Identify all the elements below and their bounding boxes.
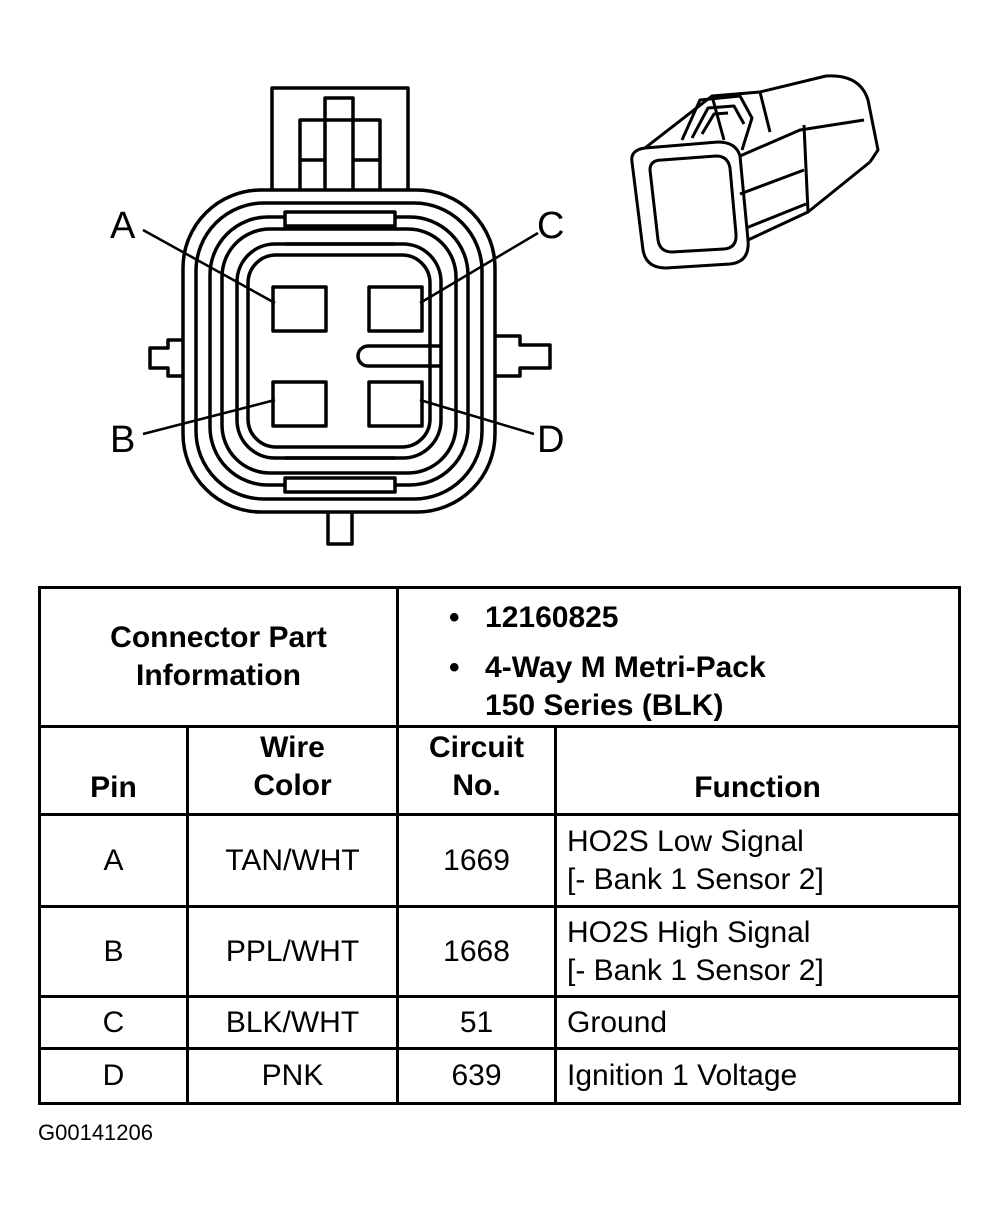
pin-cell: B	[38, 905, 189, 998]
key-slot	[356, 344, 441, 368]
connector-desc-line1: 4-Way M Metri-Pack	[485, 651, 766, 684]
figure-id: G00141206	[38, 1120, 153, 1145]
pin-cell: C	[38, 995, 189, 1050]
pin-label-a: A	[110, 205, 136, 247]
connector-housing	[181, 188, 497, 514]
mounting-tabs	[148, 334, 552, 546]
table-row: D PNK 639 Ignition 1 Voltage	[38, 1047, 962, 1105]
pin-cell: A	[38, 813, 189, 908]
function-cell: HO2S Low Signal [- Bank 1 Sensor 2]	[554, 813, 962, 908]
bullet-icon: •	[449, 651, 460, 684]
header-row: Pin Wire Color Circuit No. Function	[38, 725, 962, 816]
wire-color-cell: BLK/WHT	[185, 995, 400, 1050]
function-cell: HO2S High Signal [- Bank 1 Sensor 2]	[554, 905, 962, 998]
header-circuit: Circuit No.	[396, 725, 558, 816]
header-function: Function	[554, 725, 962, 816]
function-cell: Ground	[554, 995, 962, 1050]
header-pin: Pin	[38, 725, 189, 816]
wire-color-cell: PPL/WHT	[185, 905, 400, 998]
part-number: 12160825	[485, 601, 619, 634]
pin-label-d: D	[537, 419, 564, 461]
circuit-cell: 1669	[396, 813, 558, 908]
wire-color-cell: PNK	[185, 1047, 400, 1105]
pin-label-b: B	[110, 419, 135, 461]
connector-isometric-view	[630, 74, 880, 270]
part-info-row: Connector Part Information • 12160825 • 4-…	[37, 586, 962, 728]
connector-info-table: Connector Part Information • 12160825 • 4-…	[37, 586, 962, 1105]
circuit-cell: 639	[396, 1047, 558, 1105]
connector-desc-line2: 150 Series (BLK)	[485, 689, 724, 722]
part-info-label: Connector Part Information	[37, 586, 400, 728]
circuit-cell: 1668	[396, 905, 558, 998]
leader-line-d	[419, 398, 535, 436]
pin-cell: D	[38, 1047, 189, 1105]
pin-cavity-a	[271, 285, 328, 333]
part-info-cell: • 12160825 • 4-Way M Metri-Pack 150 Series…	[396, 586, 962, 728]
leader-line-a	[142, 228, 276, 305]
table-row: B PPL/WHT 1668 HO2S High Signal [- Bank …	[38, 905, 962, 998]
table-row: A TAN/WHT 1669 HO2S Low Signal [- Bank 1…	[38, 813, 962, 908]
header-wire-color: Wire Color	[185, 725, 400, 816]
function-cell: Ignition 1 Voltage	[554, 1047, 962, 1105]
leader-line-c	[419, 231, 539, 305]
table-row: C BLK/WHT 51 Ground	[38, 995, 962, 1050]
wire-color-cell: TAN/WHT	[185, 813, 400, 908]
leader-line-b	[142, 398, 276, 436]
bullet-icon: •	[449, 601, 460, 634]
pin-cavity-d	[367, 380, 424, 428]
connector-diagram: A C B D	[110, 74, 880, 546]
circuit-cell: 51	[396, 995, 558, 1050]
pin-cavity-b	[271, 380, 328, 428]
pin-label-c: C	[537, 205, 564, 247]
pin-cavity-c	[367, 285, 424, 333]
